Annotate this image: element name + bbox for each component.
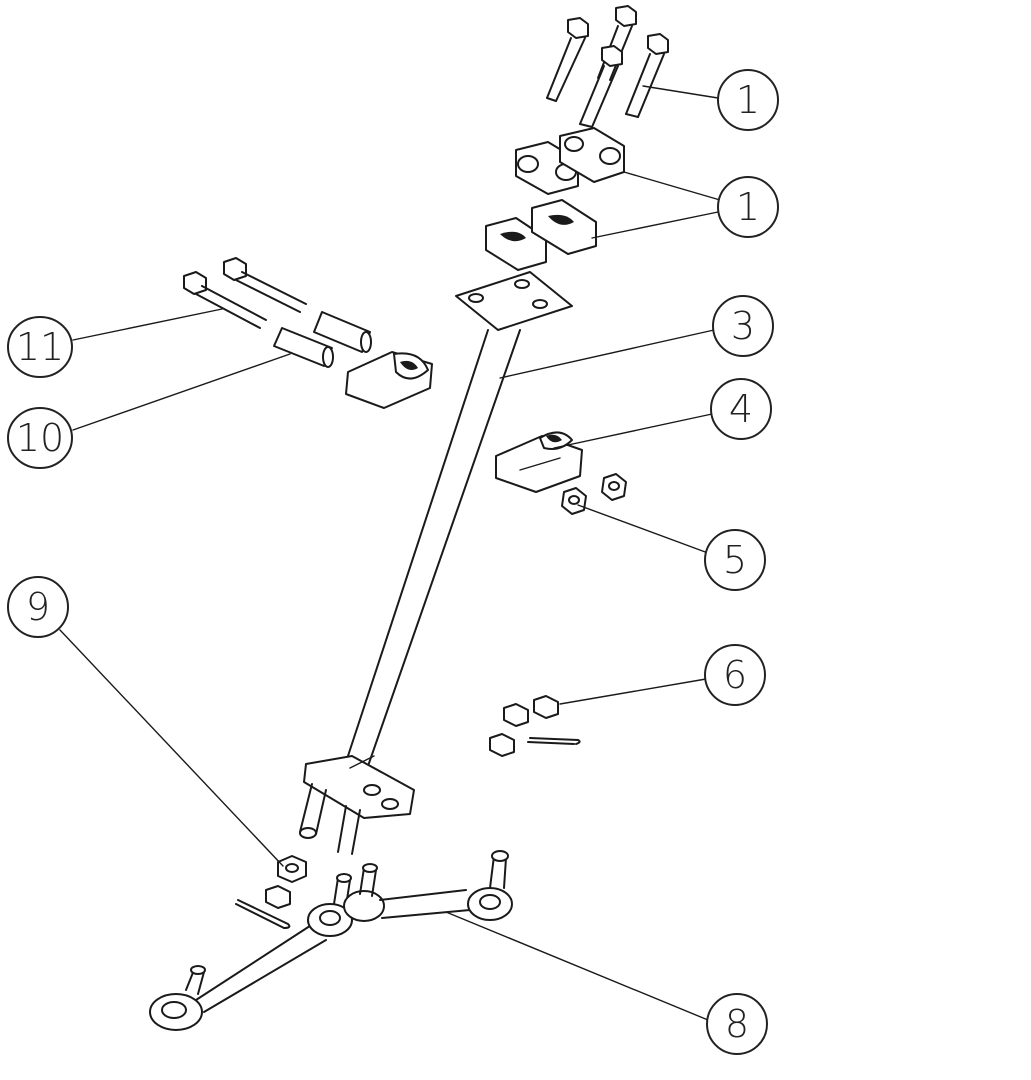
callout-1a: 1 — [717, 69, 779, 131]
callout-8-label: 8 — [725, 1002, 749, 1046]
lower-clamp-brackets — [485, 199, 597, 271]
callout-3: 3 — [712, 295, 774, 357]
tie-rod-assembly — [149, 850, 513, 1031]
callout-3-label: 3 — [731, 304, 755, 348]
bolt — [625, 33, 669, 118]
callout-1b-label: 1 — [736, 185, 760, 229]
leader-5 — [577, 504, 709, 554]
leader-10 — [72, 353, 291, 431]
bushings — [273, 311, 372, 368]
callout-11-label: 11 — [16, 325, 64, 369]
upper-bushing-clamp — [345, 351, 433, 409]
leader-4 — [553, 413, 713, 449]
nuts — [561, 473, 627, 515]
callout-1a-label: 1 — [736, 78, 760, 122]
callout-6: 6 — [704, 644, 766, 706]
callout-9: 9 — [7, 576, 69, 638]
leader-3 — [499, 329, 715, 379]
leader-9 — [59, 629, 284, 867]
top-bolts — [546, 5, 669, 128]
callout-4: 4 — [710, 378, 772, 440]
cotter-pin — [235, 899, 291, 929]
callout-10: 10 — [7, 407, 73, 469]
castle-nuts — [489, 695, 581, 757]
callout-5-label: 5 — [723, 538, 747, 582]
steering-column — [299, 271, 573, 855]
leader-1b-upper — [623, 171, 721, 201]
upper-clamp-brackets — [515, 127, 625, 195]
callout-11: 11 — [7, 316, 73, 378]
callout-9-label: 9 — [26, 585, 50, 629]
callout-8: 8 — [706, 993, 768, 1055]
callout-1b: 1 — [717, 176, 779, 238]
hex-nut — [277, 855, 307, 883]
long-bolts — [183, 257, 307, 329]
leader-lines — [59, 85, 721, 1021]
leader-1a — [642, 85, 719, 99]
castle-nut-lower — [265, 885, 291, 909]
bolt — [546, 17, 589, 102]
bolt — [579, 45, 623, 128]
callout-10-label: 10 — [16, 416, 64, 460]
callout-5: 5 — [704, 529, 766, 591]
callout-6-label: 6 — [723, 653, 747, 697]
leader-8 — [445, 911, 709, 1021]
leader-1b-lower — [591, 211, 719, 239]
leader-6 — [559, 678, 707, 705]
lower-clamp — [495, 431, 583, 493]
callout-4-label: 4 — [729, 387, 753, 431]
leader-11 — [72, 308, 223, 341]
